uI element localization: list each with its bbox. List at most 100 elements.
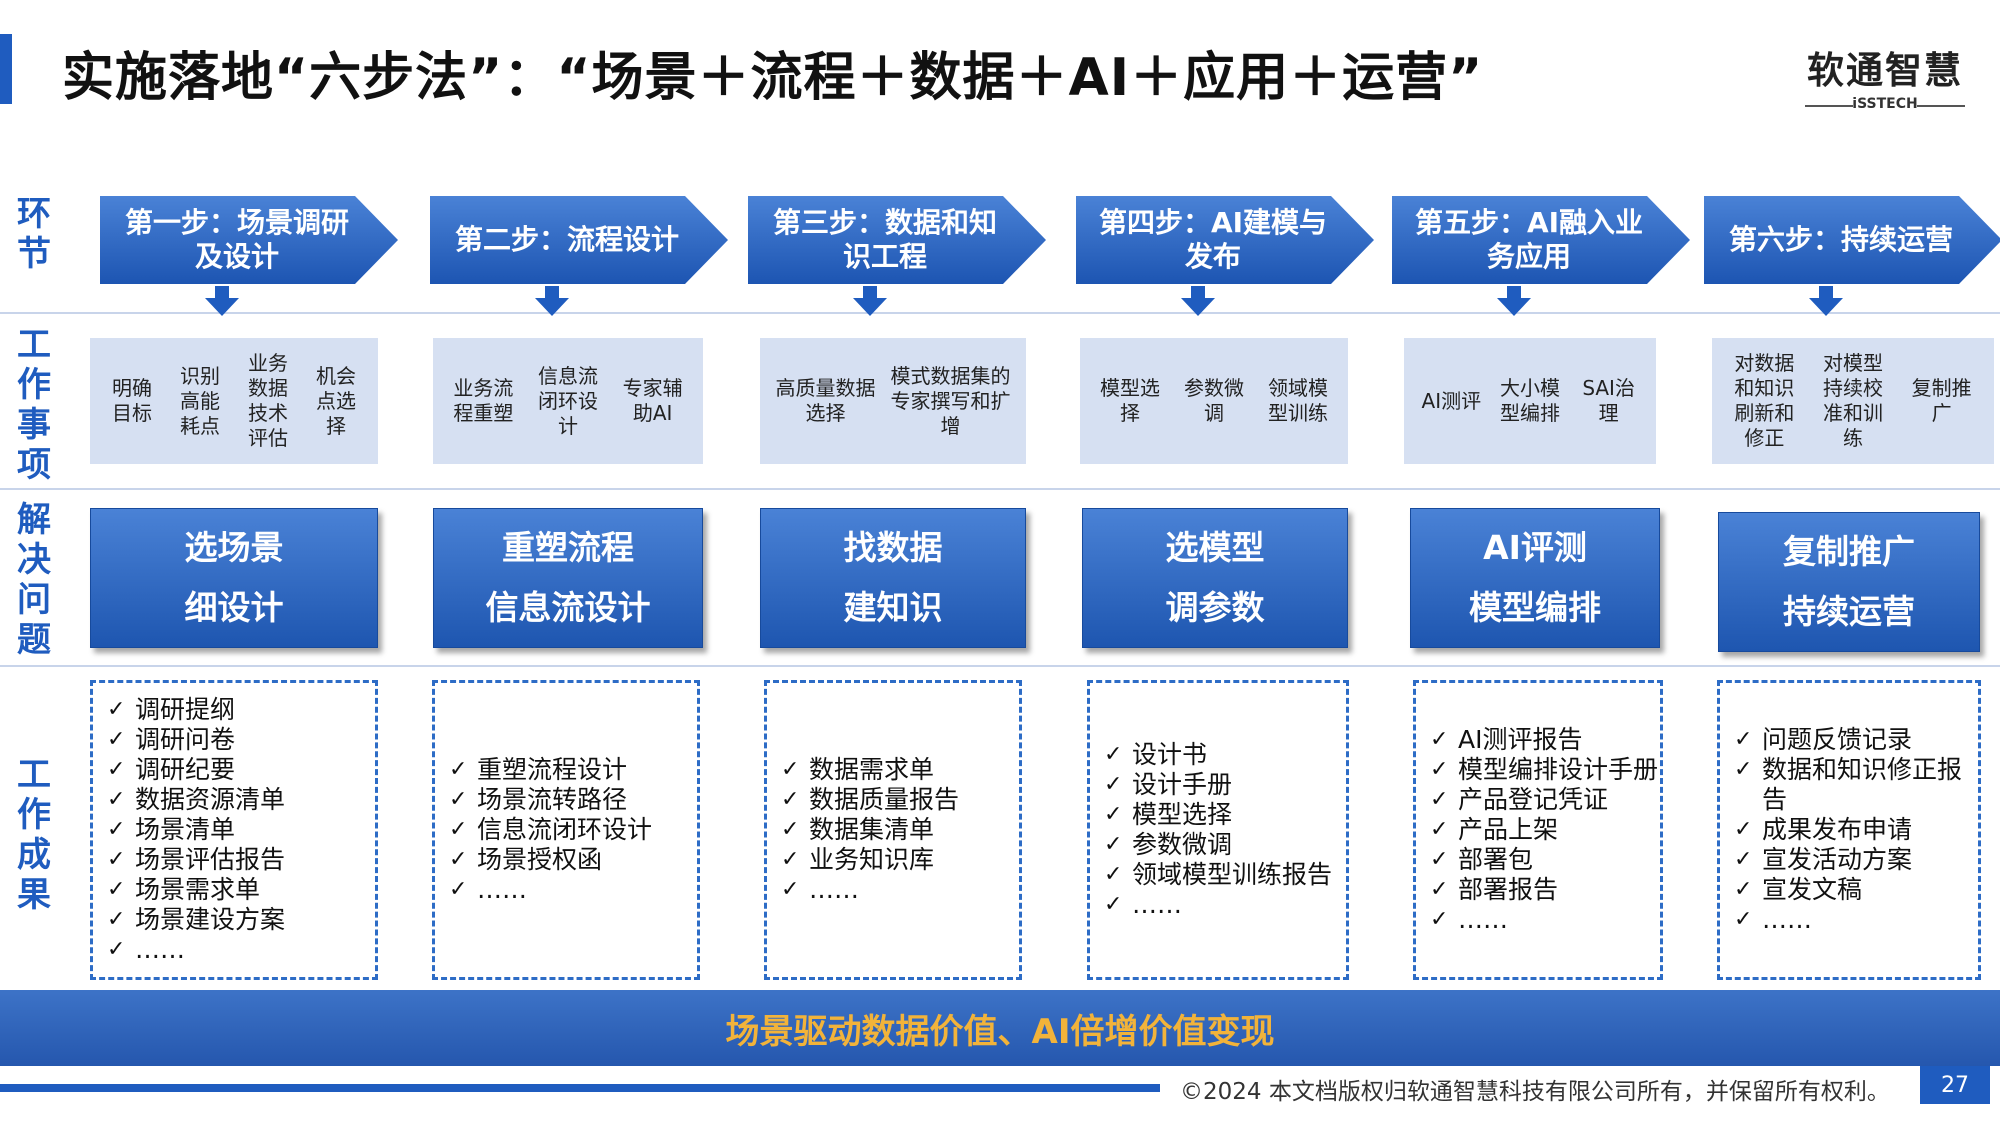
result-item: ✓ ……: [107, 935, 375, 965]
result-item: ✓……: [1104, 890, 1346, 920]
result-text: 业务知识库: [809, 845, 935, 874]
check-icon: ✓: [107, 907, 126, 932]
step-header-4: 第四步：AI建模与发布: [1076, 196, 1376, 284]
problem-line: 持续运营: [1783, 592, 1915, 631]
work-item: 模式数据集的专家撰写和扩增: [890, 363, 1011, 438]
check-icon: ✓: [781, 817, 800, 842]
result-item: ✓模型编排设计手册: [1430, 755, 1660, 785]
row-label-text: 环节: [17, 194, 51, 274]
check-icon: ✓: [1734, 757, 1753, 782]
work-item: 高质量数据选择: [775, 376, 876, 425]
result-text: 模型选择: [1132, 800, 1233, 829]
result-item: ✓场景建设方案: [107, 905, 375, 935]
step-arrow-shape: [748, 196, 1046, 284]
result-item: ✓宣发活动方案: [1734, 845, 1978, 875]
step-arrow-shape: [1392, 196, 1690, 284]
row-label-problems: 解决问题: [14, 500, 54, 660]
step-title: 第三步：数据和知识工程: [772, 206, 997, 273]
work-item: 大小模型编排: [1499, 376, 1560, 425]
result-item: ✓设计手册: [1104, 770, 1346, 800]
results-box: ✓数据需求单✓数据质量报告✓数据集清单✓业务知识库✓……: [764, 680, 1022, 980]
down-arrow-icon: [1497, 286, 1531, 316]
result-text: 调研问卷: [135, 725, 236, 754]
work-item: 信息流闭环设计: [537, 363, 598, 438]
step-arrow-shape: [430, 196, 728, 284]
work-items-box: 业务流程重塑信息流闭环设计专家辅助AI: [433, 338, 703, 464]
result-item: ✓部署报告: [1430, 875, 1660, 905]
step-title: 第五步：AI融入业务应用: [1414, 206, 1644, 273]
result-text: 设计书: [1132, 740, 1208, 769]
problem-line: 建知识: [843, 588, 943, 627]
check-icon: ✓: [107, 727, 126, 752]
check-icon: ✓: [1734, 817, 1753, 842]
work-item: 对模型持续校准和训练: [1822, 351, 1883, 450]
result-text: ……: [135, 935, 185, 964]
check-icon: ✓: [107, 937, 126, 962]
problem-line: 调参数: [1165, 588, 1265, 627]
footer-bar: [0, 1084, 1160, 1092]
result-item: ✓部署包: [1430, 845, 1660, 875]
result-item: ✓产品登记凭证: [1430, 785, 1660, 815]
check-icon: ✓: [1734, 877, 1753, 902]
result-text: 调研纪要: [135, 755, 236, 784]
check-icon: ✓: [1734, 907, 1753, 932]
work-item: 模型选择: [1100, 376, 1160, 425]
row-label-text: 工作成果: [17, 755, 51, 915]
result-item: ✓调研纪要: [107, 755, 375, 785]
problem-line: 找数据: [843, 528, 943, 567]
check-icon: ✓: [781, 787, 800, 812]
down-arrow-icon: [535, 286, 569, 316]
result-text: 成果发布申请: [1762, 815, 1913, 844]
result-item: ✓数据质量报告: [781, 785, 1019, 815]
problem-box: 选场景细设计: [90, 508, 378, 648]
problem-line: 重塑流程: [502, 528, 634, 567]
work-items-box: 明确目标识别高能耗点业务数据技术评估机会点选择: [90, 338, 378, 464]
step-title: 第一步：场景调研及设计: [124, 206, 349, 273]
result-item: ✓场景流转路径: [449, 785, 697, 815]
problem-box: 重塑流程信息流设计: [433, 508, 703, 648]
row-label-text: 工作事项: [17, 325, 51, 485]
result-text: 部署包: [1458, 845, 1534, 874]
result-text: 问题反馈记录: [1762, 725, 1913, 754]
work-item: 业务流程重塑: [453, 376, 514, 425]
result-text: 信息流闭环设计: [477, 815, 653, 844]
result-item: ✓场景评估报告: [107, 845, 375, 875]
check-icon: ✓: [1104, 832, 1123, 857]
result-item: ✓业务知识库: [781, 845, 1019, 875]
check-icon: ✓: [449, 847, 468, 872]
check-icon: ✓: [781, 877, 800, 902]
page-title: 实施落地“六步法”：“场景＋流程＋数据＋AI＋应用＋运营”: [62, 48, 1484, 108]
results-box: ✓设计书✓设计手册✓模型选择✓参数微调✓领域模型训练报告✓……: [1087, 680, 1349, 980]
check-icon: ✓: [1430, 817, 1449, 842]
check-icon: ✓: [1104, 862, 1123, 887]
check-icon: ✓: [1430, 877, 1449, 902]
company-logo: 软通智慧 iSSTECH: [1795, 40, 1975, 112]
work-items-box: 对数据和知识刷新和修正对模型持续校准和训练复制推广: [1712, 338, 1994, 464]
result-text: 产品登记凭证: [1458, 785, 1609, 814]
row-label-results: 工作成果: [14, 755, 54, 915]
check-icon: ✓: [1104, 742, 1123, 767]
result-text: ……: [1762, 905, 1812, 934]
work-item: AI测评: [1421, 388, 1482, 413]
result-item: ✓产品上架: [1430, 815, 1660, 845]
result-text: AI测评报告: [1458, 725, 1583, 754]
problem-line: AI评测: [1483, 528, 1587, 567]
step-arrow-shape: [100, 196, 398, 284]
work-item: SAI治理: [1582, 376, 1635, 425]
result-item: ✓数据和知识修正报告: [1734, 755, 1978, 815]
row-separator: [0, 488, 2000, 490]
result-item: ✓信息流闭环设计: [449, 815, 697, 845]
check-icon: ✓: [1104, 772, 1123, 797]
result-item: ✓ 调研问卷: [107, 725, 375, 755]
work-item: 领域模型训练: [1268, 376, 1328, 425]
title-accent-bar: [0, 34, 12, 104]
result-text: 数据资源清单: [135, 785, 286, 814]
down-arrow-icon: [1809, 286, 1843, 316]
problem-line: 选场景: [184, 528, 284, 567]
result-item: ✓……: [449, 875, 697, 905]
result-text: 重塑流程设计: [477, 755, 628, 784]
step-header-6: 第六步：持续运营: [1704, 196, 2000, 284]
work-item: 明确目标: [112, 376, 152, 425]
result-item: ✓场景需求单: [107, 875, 375, 905]
problem-line: 选模型: [1165, 528, 1265, 567]
